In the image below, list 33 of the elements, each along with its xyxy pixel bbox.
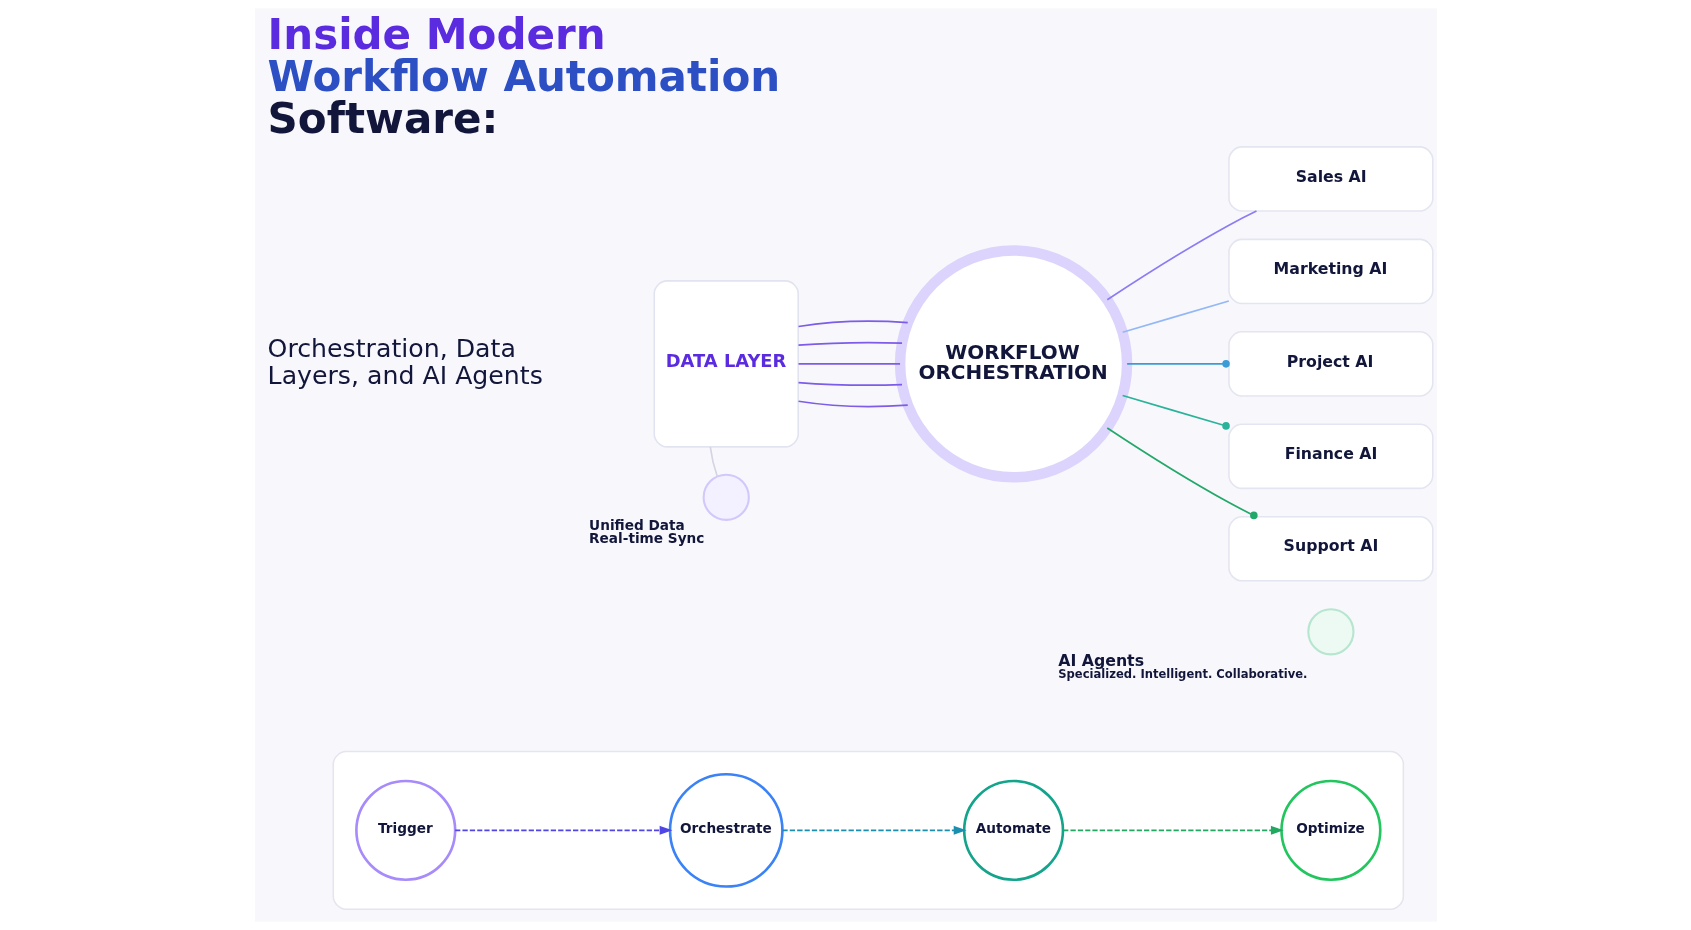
connector (797, 341, 903, 346)
node-circle: Orchestrate (668, 772, 784, 888)
node-circle: Optimize (1279, 779, 1382, 882)
node-box: Sales AI (1227, 146, 1434, 212)
connector (797, 363, 901, 365)
connector (1121, 300, 1230, 334)
arrow (453, 825, 672, 835)
node-circle (702, 473, 750, 521)
node-label: Specialized. Intelligent. Collaborative. (1057, 667, 1307, 682)
connector (1121, 394, 1230, 430)
diagram-title: Inside Modern Workflow Automation Software: (267, 10, 780, 144)
node-label: Real-time Sync (588, 530, 704, 547)
connector (797, 381, 903, 386)
connector (1125, 360, 1230, 368)
node-circle: WORKFLOW ORCHESTRATION (894, 245, 1132, 483)
arrow (781, 825, 967, 835)
node-circle: Automate (962, 779, 1064, 882)
node-box: DATA LAYER (652, 280, 799, 448)
arrow (1061, 825, 1284, 835)
connector (1105, 210, 1257, 301)
node-box: Marketing AI (1227, 238, 1434, 305)
node-box: Support AI (1227, 515, 1434, 582)
node-label: Unified Data (588, 516, 685, 533)
node-circle (1306, 608, 1354, 656)
connector (797, 400, 909, 408)
connector (1105, 427, 1258, 520)
node-box: Project AI (1227, 331, 1434, 397)
node-box: Finance AI (1227, 423, 1434, 490)
label: Orchestration, Data Layers, and AI Agents (267, 333, 543, 391)
connector (708, 446, 718, 478)
node-label: AI Agents (1057, 650, 1144, 670)
connector (797, 320, 909, 328)
node-circle: Trigger (354, 779, 456, 882)
